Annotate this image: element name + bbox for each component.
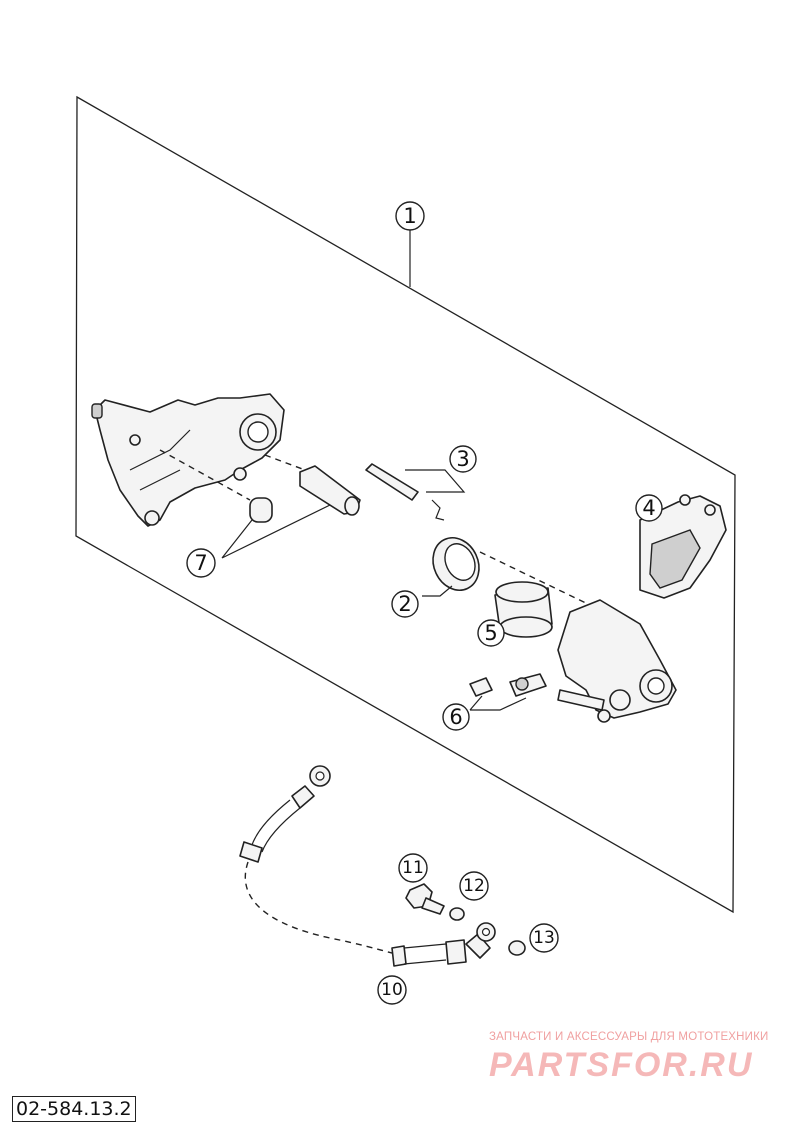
- svg-text:7: 7: [194, 551, 207, 575]
- callout-6: 6: [442, 703, 470, 731]
- callout-4: 4: [635, 494, 663, 522]
- watermark-tagline: ЗАПЧАСТИ И АКСЕССУАРЫ ДЛЯ МОТОТЕХНИКИ: [489, 1031, 769, 1043]
- bleeder-valves: [469, 673, 547, 697]
- callout-3: 3: [449, 445, 477, 473]
- washer-12: [449, 907, 465, 921]
- washer-13: [508, 940, 526, 956]
- svg-text:3: 3: [456, 447, 469, 471]
- svg-text:13: 13: [533, 928, 555, 948]
- dust-boot: [249, 497, 273, 523]
- guide-line-b: [264, 454, 306, 471]
- assembly-panel: [75, 95, 736, 914]
- svg-text:6: 6: [449, 705, 462, 729]
- callout-1: 1: [395, 201, 425, 231]
- svg-text:4: 4: [642, 496, 655, 520]
- callout-5: 5: [477, 619, 505, 647]
- callout-13: 13: [529, 923, 559, 953]
- caliper-bracket: [91, 393, 285, 527]
- svg-text:10: 10: [381, 980, 403, 1000]
- brake-pads: [639, 494, 727, 599]
- drawing-code: 02-584.13.2: [12, 1096, 136, 1122]
- leader-6: [469, 695, 527, 711]
- callout-10: 10: [377, 975, 407, 1005]
- caliper-housing: [557, 599, 677, 723]
- guide-line-c: [479, 551, 591, 606]
- pad-pin: [365, 463, 445, 521]
- leader-3: [405, 469, 466, 493]
- guide-pin: [299, 465, 361, 516]
- callout-11: 11: [398, 853, 428, 883]
- svg-text:12: 12: [463, 876, 485, 896]
- watermark-logo: PARTSFOR.RU: [489, 1046, 754, 1084]
- svg-text:11: 11: [402, 858, 424, 878]
- piston: [494, 581, 553, 638]
- svg-text:2: 2: [398, 592, 411, 616]
- leader-7: [221, 504, 331, 559]
- svg-text:1: 1: [403, 204, 416, 228]
- callout-12: 12: [459, 871, 489, 901]
- callout-2: 2: [391, 590, 419, 618]
- brake-hose: [239, 765, 496, 967]
- banjo-bolt: [405, 883, 445, 915]
- piston-seal: [432, 537, 480, 591]
- callout-7: 7: [186, 548, 216, 578]
- svg-text:5: 5: [484, 621, 497, 645]
- leader-2: [422, 585, 453, 597]
